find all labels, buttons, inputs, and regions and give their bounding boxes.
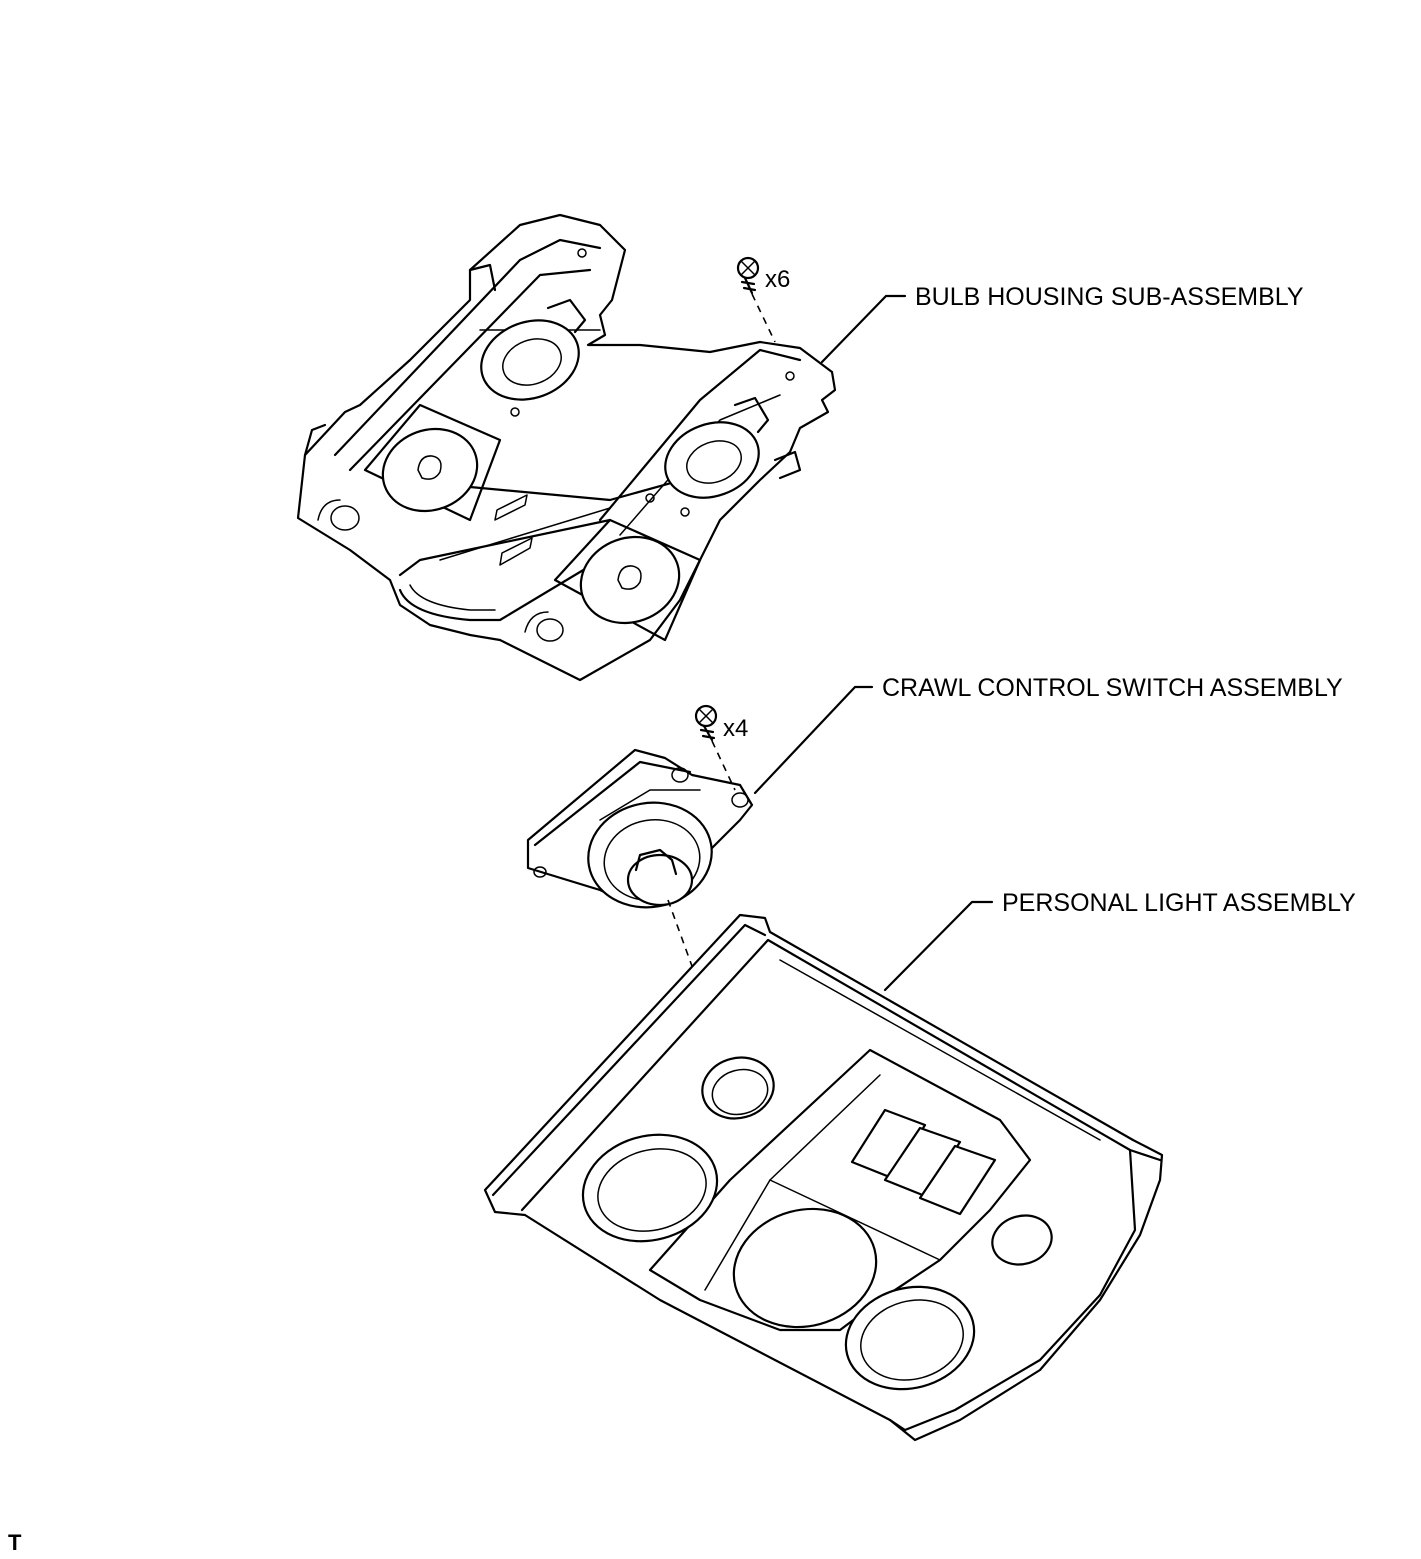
bulb-housing-screw-guide — [751, 293, 776, 343]
bulb-housing-leader-line — [820, 294, 907, 364]
crawl-switch-leader-line — [753, 685, 874, 795]
crawl-control-switch-assembly — [526, 748, 754, 909]
corner-mark: T — [8, 1530, 22, 1555]
personal-light-assembly — [483, 913, 1164, 1442]
crawl-switch-screw-icon — [694, 704, 718, 742]
label-crawl-control-switch: CRAWL CONTROL SWITCH ASSEMBLY — [882, 674, 1343, 702]
label-bulb-housing: BULB HOUSING SUB-ASSEMBLY — [915, 283, 1304, 311]
bulb-housing-sub-assembly — [296, 213, 837, 682]
personal-light-leader-line — [883, 900, 994, 992]
qty-crawl-switch-screws: x4 — [723, 715, 748, 742]
qty-bulb-housing-screws: x6 — [765, 266, 790, 293]
label-personal-light: PERSONAL LIGHT ASSEMBLY — [1002, 889, 1356, 917]
bulb-housing-screw-icon — [736, 256, 760, 295]
crawl-switch-screw-guide — [711, 740, 736, 791]
